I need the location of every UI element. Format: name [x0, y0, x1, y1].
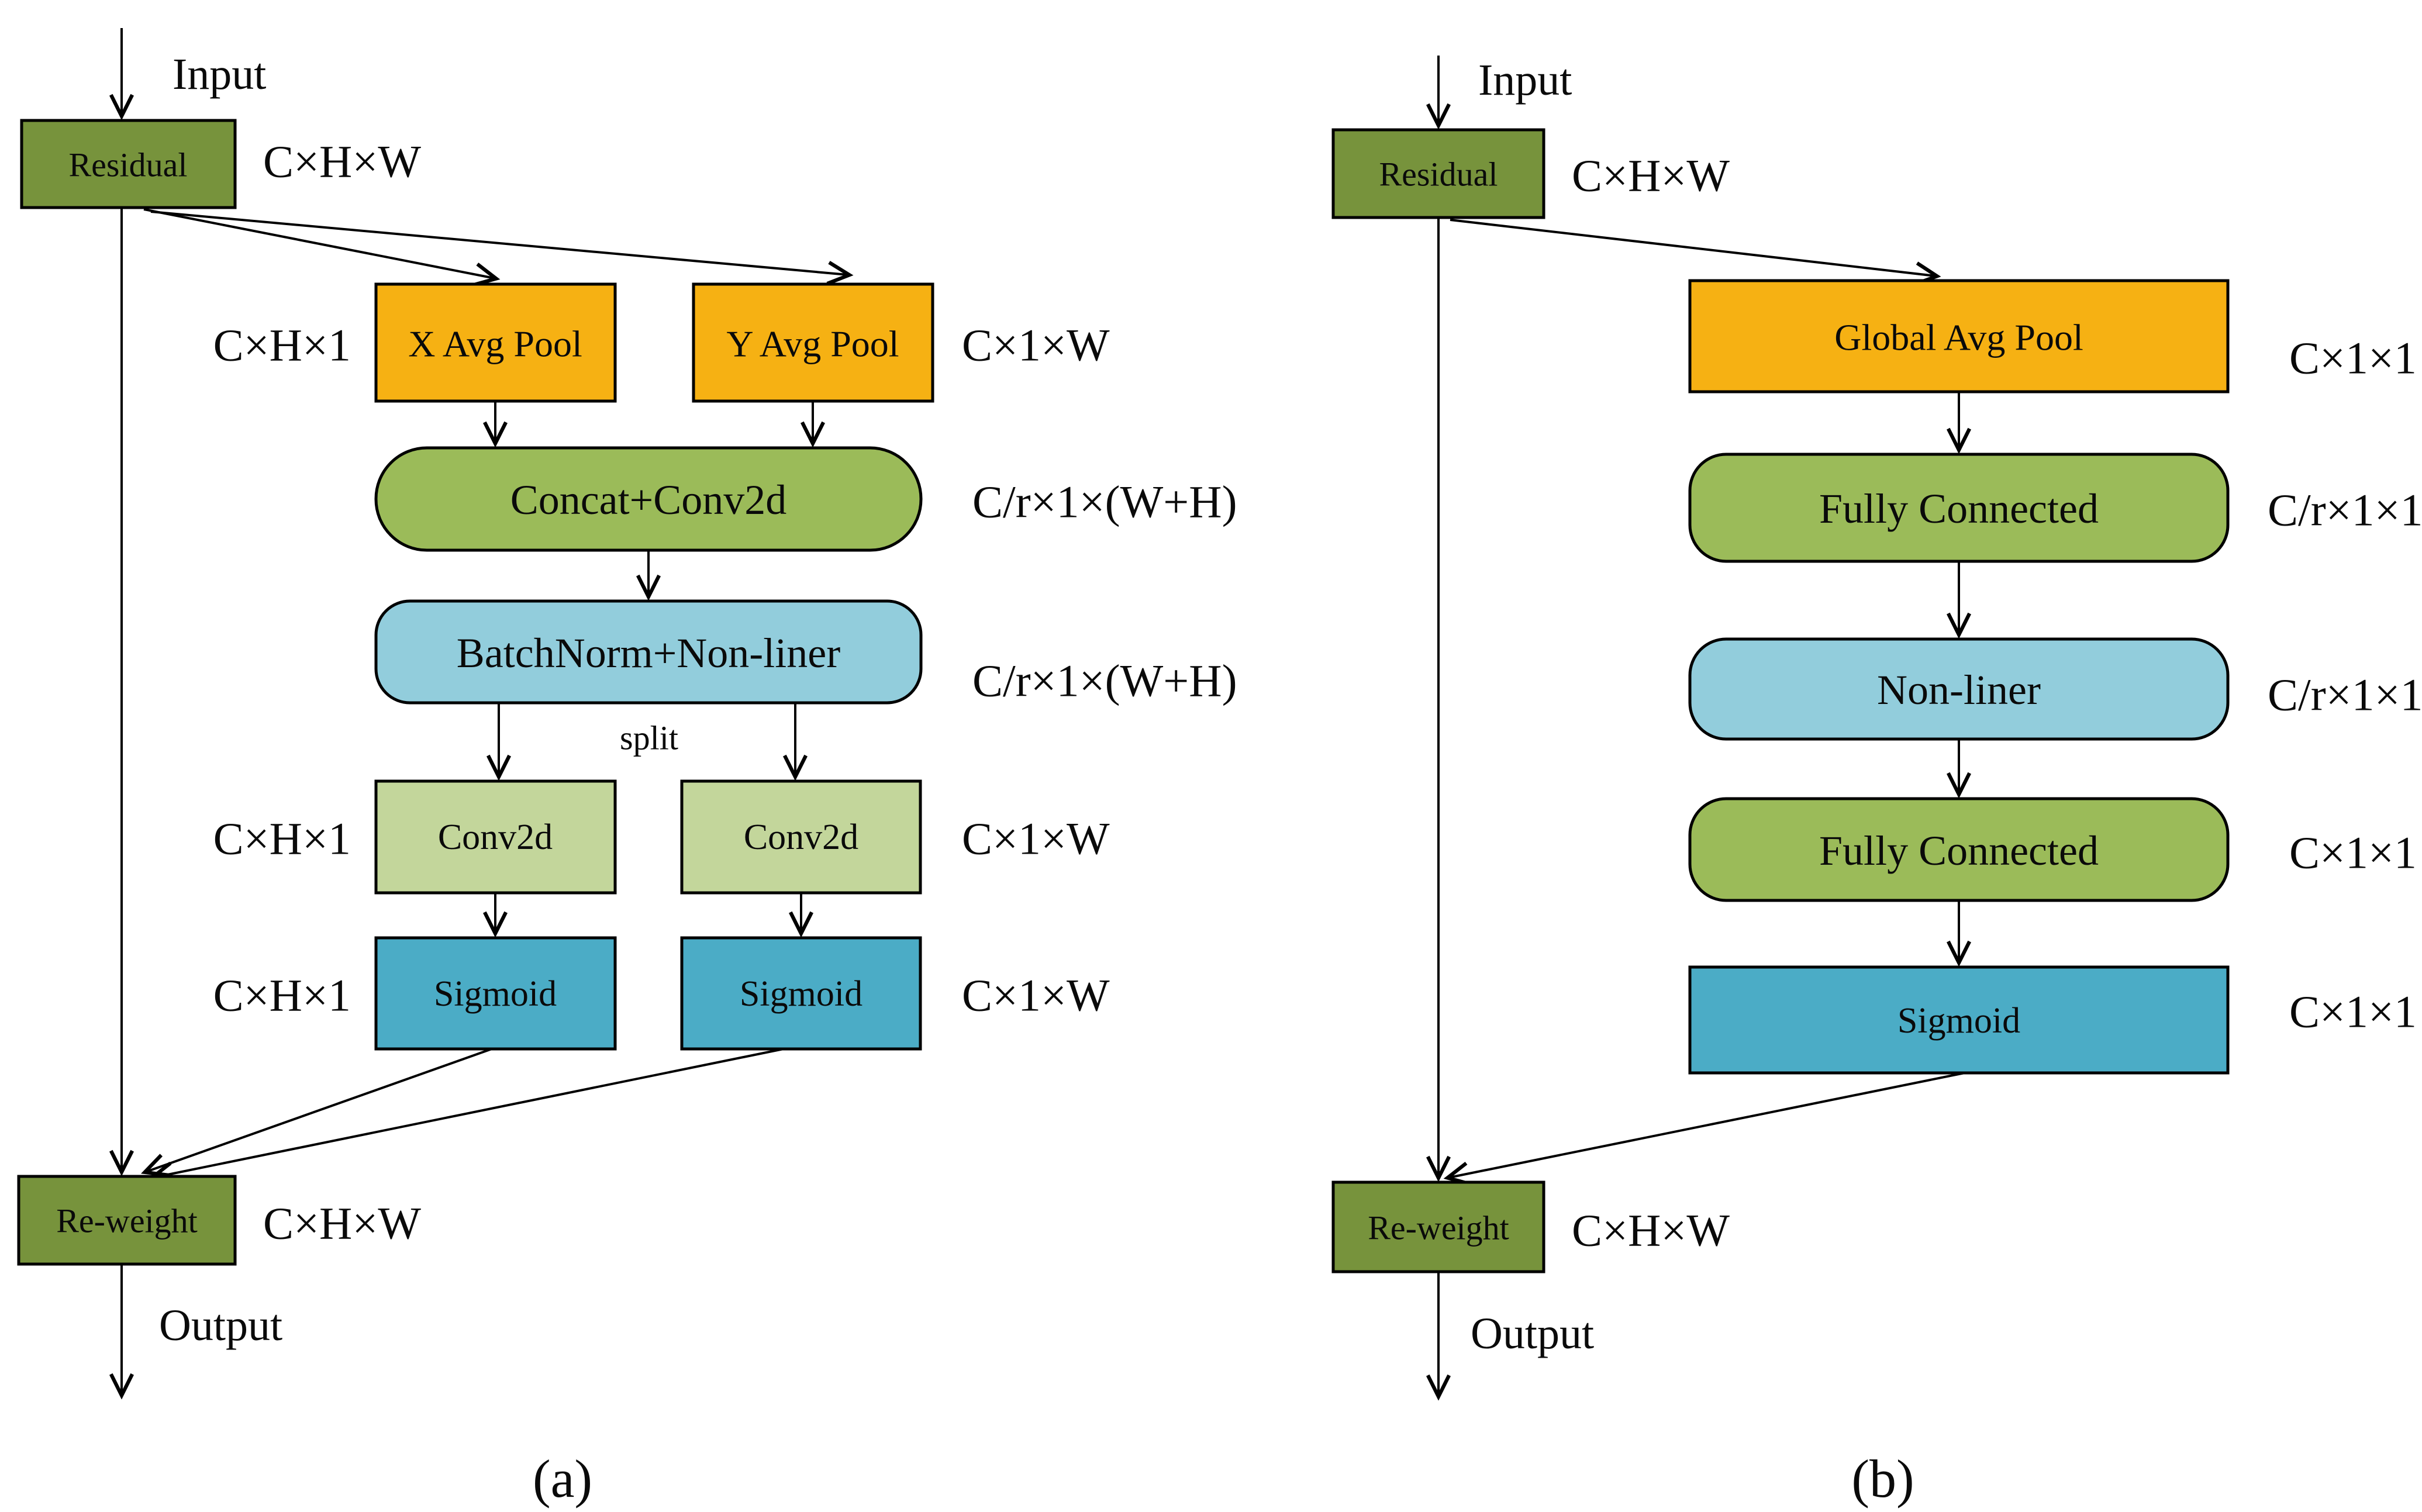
a-output-label: Output — [159, 1301, 282, 1350]
b-global-avg-pool-box — [1688, 279, 2230, 393]
a-sigmoid-left-label: Sigmoid — [434, 974, 557, 1014]
b-sigmoid-to-reweight — [1443, 1072, 1965, 1186]
b-fc2-label: Fully Connected — [1819, 827, 2099, 874]
a-sigmoid-left-to-reweight — [140, 1048, 492, 1177]
a-ypool-label: Y Avg Pool — [726, 323, 899, 365]
a-input-label: Input — [172, 50, 266, 99]
a-residual-label: Residual — [69, 146, 188, 184]
a-sigmoid-right-to-reweight — [147, 1048, 784, 1186]
b-fc1-label: Fully Connected — [1819, 485, 2099, 532]
diagram-b: Input Residual C×H×W Global Avg Pool C×1… — [1331, 56, 2422, 1508]
a-reweight-box — [17, 1175, 237, 1266]
a-reweight-dim: C×H×W — [263, 1198, 421, 1249]
a-concat-label: Concat+Conv2d — [510, 477, 787, 523]
b-sigmoid-box — [1688, 965, 2230, 1075]
b-fc2-dim: C×1×1 — [2289, 827, 2417, 878]
a-conv-left-dim: C×H×1 — [213, 813, 351, 864]
b-input-label: Input — [1478, 56, 1572, 105]
b-residual-dim: C×H×W — [1572, 150, 1730, 201]
a-sigmoid-left-dim: C×H×1 — [213, 970, 351, 1021]
a-residual-dim: C×H×W — [263, 136, 421, 187]
a-ypool-dim: C×1×W — [962, 320, 1110, 371]
a-conv2d-right-box — [680, 779, 922, 895]
b-fc1-dim: C/r×1×1 — [2268, 485, 2422, 536]
a-caption: (a) — [533, 1449, 592, 1508]
a-x-avg-pool-box — [374, 282, 617, 403]
a-sigmoid-right-box — [680, 936, 922, 1051]
b-reweight-label: Re-weight — [1368, 1209, 1509, 1247]
a-batchnorm-dim: C/r×1×(W+H) — [972, 655, 1237, 706]
a-batchnorm-box — [374, 599, 923, 705]
a-batchnorm-label: BatchNorm+Non-liner — [457, 630, 840, 676]
b-output-label: Output — [1471, 1309, 1594, 1358]
b-residual-label: Residual — [1379, 156, 1498, 194]
a-conv-left-label: Conv2d — [438, 817, 553, 857]
b-nonliner-dim: C/r×1×1 — [2268, 669, 2422, 720]
a-split-label: split — [620, 719, 678, 757]
b-gap-dim: C×1×1 — [2289, 333, 2417, 384]
a-xpool-label: X Avg Pool — [408, 323, 582, 365]
b-caption: (b) — [1851, 1449, 1914, 1508]
a-branch-to-x-pool — [143, 208, 501, 287]
b-gap-label: Global Avg Pool — [1834, 317, 2083, 358]
b-fully-connected2-box — [1688, 797, 2230, 902]
a-conv-right-dim: C×1×W — [962, 813, 1110, 864]
b-nonliner-label: Non-liner — [1877, 667, 2041, 713]
b-reweight-box — [1331, 1180, 1545, 1273]
diagram-a: Input Residual C×H×W C×H×1 X Avg Pool Y … — [17, 28, 1237, 1508]
a-sigmoid-left-box — [374, 936, 617, 1051]
a-branch-to-y-pool — [150, 210, 854, 285]
b-nonliner-box — [1688, 637, 2230, 741]
a-xpool-dim: C×H×1 — [213, 320, 351, 371]
b-fully-connected1-box — [1688, 453, 2230, 563]
a-sigmoid-right-dim: C×1×W — [962, 970, 1110, 1021]
b-branch-to-gap — [1450, 219, 1941, 286]
a-conv2d-left-box — [374, 779, 617, 895]
b-sigmoid-label: Sigmoid — [1897, 1001, 2020, 1041]
a-concat-conv2d-box — [374, 446, 923, 552]
b-reweight-dim: C×H×W — [1572, 1205, 1730, 1256]
b-residual-box — [1331, 128, 1545, 219]
a-conv-right-label: Conv2d — [744, 817, 858, 857]
a-sigmoid-right-label: Sigmoid — [740, 974, 862, 1014]
a-y-avg-pool-box — [692, 282, 934, 403]
a-reweight-label: Re-weight — [56, 1202, 198, 1240]
a-concat-dim: C/r×1×(W+H) — [972, 477, 1237, 527]
b-sigmoid-dim: C×1×1 — [2289, 986, 2417, 1037]
a-residual-box — [20, 119, 237, 209]
